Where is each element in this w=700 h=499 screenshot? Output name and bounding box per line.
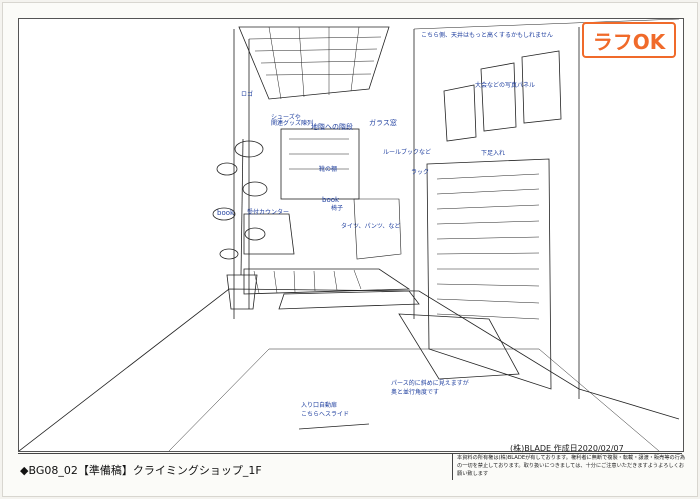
note-panels: 大会などの写真パネル <box>475 82 536 89</box>
note-shoes: シューズや 関連グッズ陳列 <box>271 114 314 127</box>
title-bar: ◆BG08_02【準備稿】クライミングショップ_1F <box>18 453 682 482</box>
note-rules: ルールブックなど <box>383 149 432 156</box>
note-glass: ガラス窓 <box>369 119 397 127</box>
note-chair: 椅子 <box>331 205 344 212</box>
note-reception: 受付カウンター <box>247 209 290 216</box>
rough-ok-badge: ラフOK <box>582 22 676 58</box>
note-ceiling: こちら側、天井はもっと高くするかもしれません <box>421 32 553 39</box>
line-drawing <box>19 19 680 451</box>
note-door: 入り口自動扉 こちらへスライド <box>301 402 350 418</box>
note-rack: ラック <box>411 169 430 176</box>
note-book-left: book <box>217 209 235 217</box>
note-book-center: book <box>322 196 340 204</box>
sheet-title: ◆BG08_02【準備稿】クライミングショップ_1F <box>20 464 262 477</box>
note-tights: タイツ、パンツ、など <box>341 223 401 230</box>
sketch-frame: こちら側、天井はもっと高くするかもしれません ロゴ シューズや 関連グッズ陳列 … <box>18 18 684 452</box>
note-perspective: パース的に斜めに見えますが 奥と並行角度です <box>391 380 469 396</box>
note-shoes-label: 靴の棚 <box>319 166 338 173</box>
note-stairs: 地階への階段 <box>311 123 353 131</box>
company-date: (株)BLADE 作成日2020/02/07 <box>510 444 624 453</box>
rights-notice: 本資料の所有権は(株)BLADEが有しております。権利者に無断で複製・転載・譲渡… <box>452 454 687 480</box>
note-logo: ロゴ <box>241 91 254 98</box>
note-shoe-rack: 下足入れ <box>481 150 506 157</box>
